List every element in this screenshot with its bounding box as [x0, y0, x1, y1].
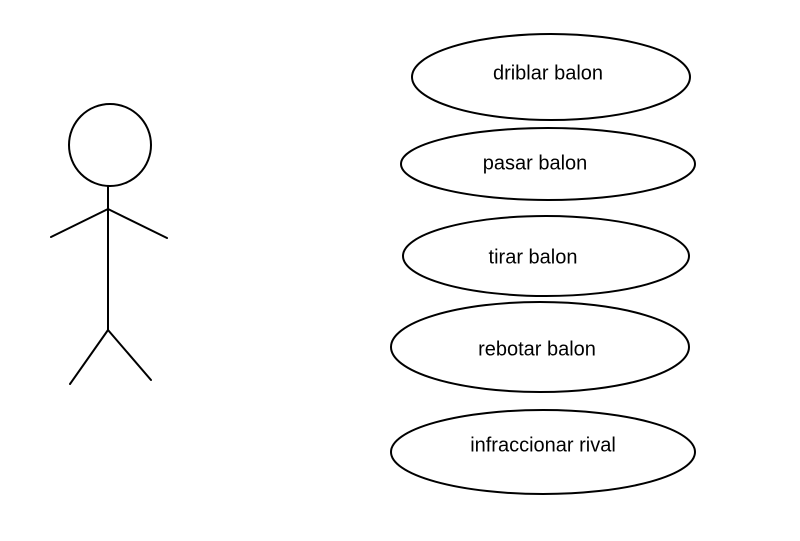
actor-left-arm	[50, 208, 109, 238]
use-case-driblar: driblar balon	[411, 33, 691, 121]
use-case-ellipse	[411, 33, 691, 121]
actor-stick-figure-icon	[50, 103, 168, 385]
actor-head	[68, 103, 152, 187]
use-case-label: pasar balon	[483, 152, 588, 174]
use-case-ellipse	[400, 127, 696, 201]
use-case-infraccionar: infraccionar rival	[390, 409, 696, 495]
use-case-ellipse	[390, 301, 690, 393]
use-case-label: rebotar balon	[478, 338, 596, 360]
actor-right-arm	[107, 208, 168, 239]
use-case-rebotar: rebotar balon	[390, 301, 690, 393]
use-case-pasar: pasar balon	[400, 127, 696, 201]
use-case-ellipse	[390, 409, 696, 495]
use-case-label: tirar balon	[489, 246, 578, 268]
use-case-tirar: tirar balon	[402, 215, 690, 297]
actor-left-leg	[69, 329, 109, 385]
use-case-label: infraccionar rival	[470, 434, 616, 456]
use-case-label: driblar balon	[493, 62, 603, 84]
actor-right-leg	[107, 329, 152, 381]
use-case-ellipse	[402, 215, 690, 297]
